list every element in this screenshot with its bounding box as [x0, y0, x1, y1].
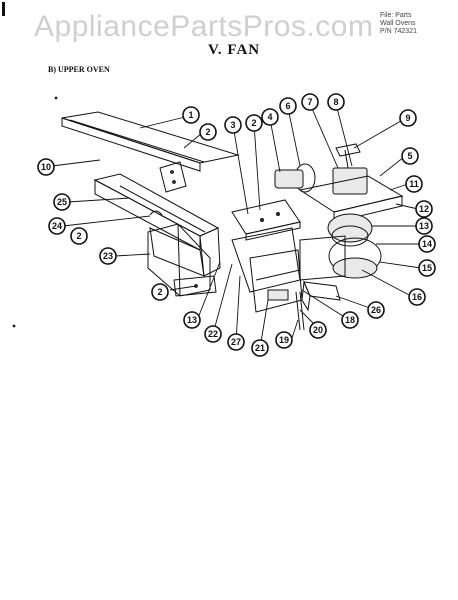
callout-3: 3	[224, 116, 242, 134]
top-rail-bracket	[61, 111, 240, 193]
callout-label: 2	[251, 118, 256, 128]
callout-label: 6	[285, 101, 290, 111]
callout-2: 2	[245, 114, 263, 132]
callout-8: 8	[327, 93, 345, 111]
callout-label: 4	[267, 112, 272, 122]
file-info-line: Wall Ovens	[380, 20, 416, 27]
scan-edge-mark	[2, 2, 5, 16]
callout-14: 14	[418, 235, 436, 253]
callout-15: 15	[418, 259, 436, 277]
callout-24: 24	[48, 217, 66, 235]
callout-2: 2	[70, 227, 88, 245]
fan-motor-assembly	[274, 143, 368, 195]
callout-26: 26	[367, 301, 385, 319]
callout-10: 10	[37, 158, 55, 176]
callout-2: 2	[151, 283, 169, 301]
callout-22: 22	[204, 325, 222, 343]
callout-label: 15	[422, 263, 432, 273]
callout-label: 9	[405, 113, 410, 123]
air-duct	[93, 173, 221, 277]
callout-6: 6	[279, 97, 297, 115]
callout-19: 19	[275, 331, 293, 349]
callout-label: 13	[419, 221, 429, 231]
callout-label: 23	[103, 251, 113, 261]
callout-label: 22	[208, 329, 218, 339]
callout-label: 24	[52, 221, 62, 231]
callout-label: 26	[371, 305, 381, 315]
callout-4: 4	[261, 108, 279, 126]
sub-title: B) UPPER OVEN	[48, 65, 110, 74]
callout-21: 21	[251, 339, 269, 357]
file-info-line: File: Parts	[380, 12, 412, 19]
control-housing	[231, 227, 305, 331]
callout-label: 3	[230, 120, 235, 130]
section-title: V. FAN	[208, 42, 261, 58]
callout-label: 11	[409, 179, 419, 189]
callout-label: 16	[412, 292, 422, 302]
callout-label: 21	[255, 343, 265, 353]
file-info-line: P/N 742321	[380, 28, 417, 35]
callout-label: 2	[205, 127, 210, 137]
callout-2: 2	[199, 123, 217, 141]
callout-18: 18	[341, 311, 359, 329]
callout-23: 23	[99, 247, 117, 265]
callout-label: 8	[333, 97, 338, 107]
callout-label: 12	[419, 204, 429, 214]
file-info: File: Parts Wall Ovens P/N 742321	[380, 12, 417, 36]
callout-12: 12	[415, 200, 433, 218]
callout-label: 2	[157, 287, 162, 297]
callout-label: 18	[345, 315, 355, 325]
watermark: AppliancePartsPros.com	[34, 10, 374, 43]
callout-1: 1	[182, 106, 200, 124]
mounting-plate	[231, 199, 301, 241]
callout-label: 25	[57, 197, 67, 207]
callout-25: 25	[53, 193, 71, 211]
callout-label: 20	[313, 325, 323, 335]
callout-13: 13	[183, 311, 201, 329]
callout-7: 7	[301, 93, 319, 111]
callout-20: 20	[309, 321, 327, 339]
callout-9: 9	[399, 109, 417, 127]
callout-label: 27	[231, 337, 241, 347]
lower-duct-bracket	[147, 223, 217, 297]
callout-5: 5	[401, 147, 419, 165]
fan-blower-assembly	[298, 175, 404, 281]
scan-speck	[12, 324, 16, 328]
callout-label: 19	[279, 335, 289, 345]
callout-27: 27	[227, 333, 245, 351]
callout-label: 2	[76, 231, 81, 241]
scan-speck	[54, 96, 58, 100]
callout-label: 14	[422, 239, 432, 249]
callout-label: 13	[187, 315, 197, 325]
callout-13: 13	[415, 217, 433, 235]
thermal-switch-bracket	[301, 280, 341, 312]
callout-11: 11	[405, 175, 423, 193]
callout-16: 16	[408, 288, 426, 306]
callout-label: 10	[41, 162, 51, 172]
callout-label: 5	[407, 151, 412, 161]
callout-label: 1	[188, 110, 193, 120]
callout-label: 7	[307, 97, 312, 107]
